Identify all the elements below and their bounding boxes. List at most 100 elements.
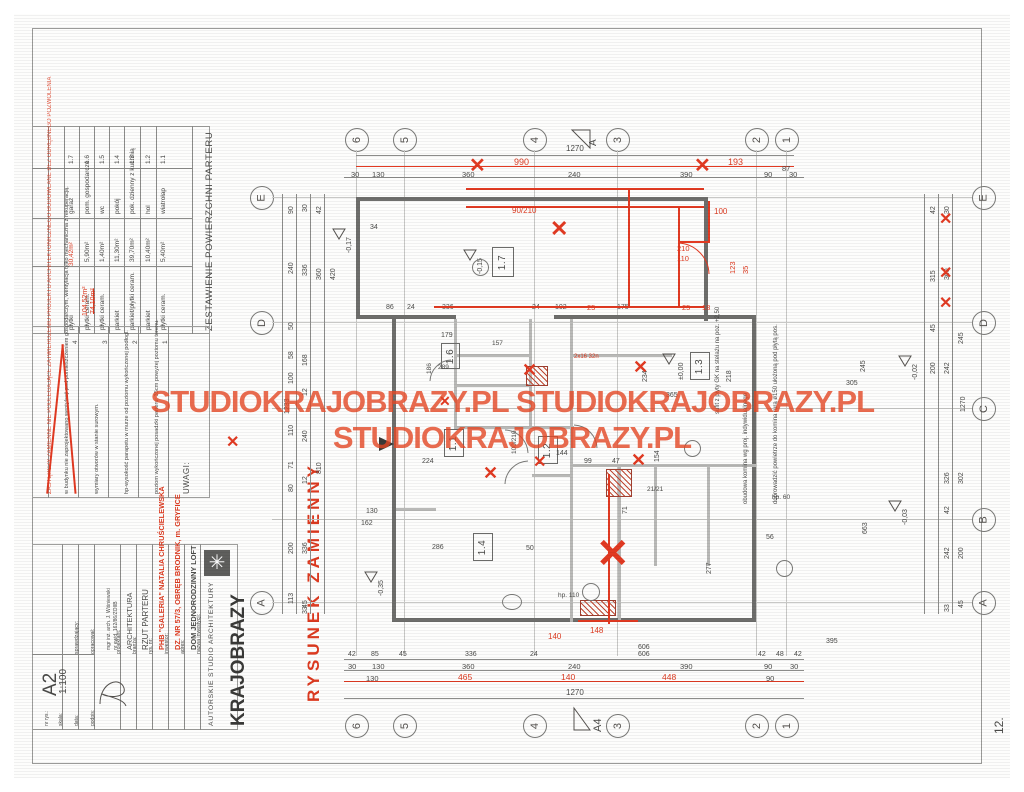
grid-label: 4 [529,722,541,730]
grid-label: 6 [351,722,363,730]
interior-dim: 218 [726,370,733,382]
dim-bot-inner: 130 [372,662,385,671]
interior-dim: 99 [584,458,592,465]
level-marker-livingroom: ±0,00 [662,352,685,380]
grid-bubble-4-bottom: 4 [523,714,547,738]
dimension-line-right [924,194,925,614]
dim-bot-inner: 360 [462,662,475,671]
drawing-sheet: ZESTAWIENIE POWIERZCHNI PARTERU 1.1 1.2 … [14,14,1010,778]
exterior-wall-garage-right-bottom [554,315,756,319]
interior-dim: 157 [492,340,503,347]
dim-right-b: 326 [944,472,951,484]
grid-label: 1 [781,136,793,144]
company-name: KRAJOBRAZY [228,594,249,726]
level-value: -0,03 [902,509,909,525]
grid-bubble-E-left: E [250,186,274,210]
level-marker-terrace-right: -0,02 [898,354,919,380]
company-logo: ✳ [204,550,230,576]
interior-wall [572,354,672,357]
interior-dim: 50 [526,545,534,552]
dim-bot-total: 1270 [566,688,584,697]
area-row-name: pokój [114,198,121,214]
interior-dim: 336 [442,304,454,311]
area-row-floor: parkiet/płytki ceram. [129,272,136,330]
grid-label: 6 [351,136,363,144]
interior-dim: 162 [361,520,373,527]
area-row-nr: 1.7 [68,154,75,164]
deletion-mark: ✕ [550,216,569,241]
section-marker-A-top: A [570,126,599,157]
dim-top-inner: 130 [372,170,385,179]
dim-bot-90: 90 [766,674,775,683]
opening-size-red: 35 [741,265,750,274]
grid-label: D [977,319,990,327]
annotation-chimney-air: doprowadzić powietrze do komina rurą ø15… [773,324,779,504]
deletion-mark: ✕ [939,295,953,312]
dim-right-b: 242 [944,547,951,559]
interior-dim: 606 [638,644,650,651]
room-label-1.6: 1.6 [441,343,460,369]
deletion-mark: ✕ [522,360,538,380]
interior-wall [707,466,710,566]
dim-left: 42 [316,206,323,214]
dim-left: 50 [288,322,295,330]
interior-dim: 34 [370,224,378,231]
dim-top-total: 1270 [566,144,584,153]
dim-left-c: 360 [316,268,323,280]
grid-label: A [256,599,268,607]
revision-label-9061: 90/210 [512,206,537,215]
dim-right-c: 245 [958,332,965,344]
area-row-name: hol [145,205,152,214]
door-swing-icon [677,242,710,275]
dim-right: 42 [930,206,937,214]
dim-left-c: 1233 [284,398,291,414]
interior-dim-red: 100 [714,207,728,216]
company-subtitle: AUTORSKIE STUDIO ARCHITEKTURY [208,581,215,726]
revision-line [608,474,610,624]
dim-right: 200 [958,547,965,559]
interior-dim-red: 148 [590,626,604,635]
grid-bubble-C-right: C [972,397,996,421]
dim-top-red-193: 193 [728,157,744,167]
interior-dim: 395 [826,638,838,645]
signature-icon [99,681,127,707]
section-label: A [588,139,599,146]
dimension-line-bottom-inner [344,670,804,671]
revision-line [434,306,704,308]
annotation-hp110: hp. 110 [558,592,580,599]
grid-bubble-2-bottom: 2 [745,714,769,738]
north-arrow-icon [378,436,396,457]
grid-line-vertical [617,150,618,656]
dim-right: 45 [958,600,965,608]
dim-left-b: 12 [302,388,309,396]
level-marker-garage: -0,15 [463,248,484,274]
area-row-name: pom. gospodarcze [84,160,91,214]
opening-size-red: 110 [677,254,689,263]
dim-left: 30 [302,204,309,212]
grid-label: 1 [781,722,793,730]
title-row-value: RZUT PARTERU [141,589,150,650]
grid-label: 5 [399,722,411,730]
interior-dim: 286 [432,544,444,551]
dim-bot-fine: 24 [530,651,538,658]
area-total-red: 104,52m² [82,286,89,316]
exterior-wall-right [752,319,756,622]
interior-wall [454,319,457,429]
field-label-nrrys: nr rys.: [44,710,50,726]
deletion-mark: ✕ [533,454,547,471]
dim-left: 200 [288,542,295,554]
grid-label: E [978,194,990,202]
dim-bot-fine: 606 [638,651,650,658]
interior-dim: 71 [622,506,629,514]
exterior-wall-right-upper [704,197,708,321]
area-row-name: wiatrołap [160,187,167,214]
deletion-mark: ✕ [596,532,630,576]
interior-dim-red: 140 [548,632,562,641]
revision-line [678,241,710,243]
interior-dim: 86 [386,304,394,311]
grid-bubble-1-bottom: 1 [775,714,799,738]
dim-right: 315 [930,270,937,282]
grid-bubble-6-top: 6 [345,128,369,152]
level-value: -0,35 [378,580,385,596]
area-total-crossed: 74,10m² [90,288,97,314]
